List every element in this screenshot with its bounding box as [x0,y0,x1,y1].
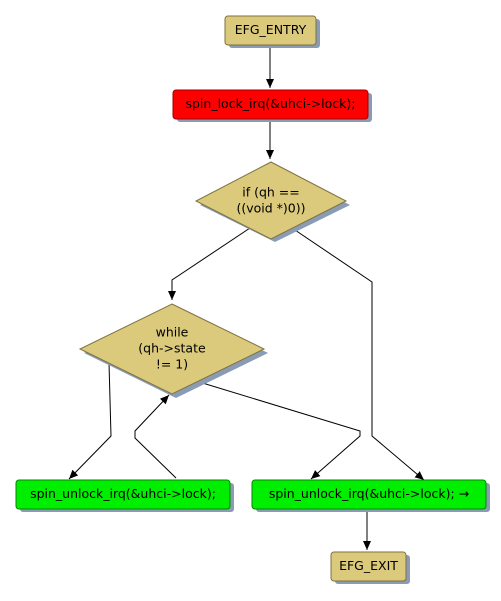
edges [68,45,425,550]
node-decision-state: while (qh->state != 1) [78,303,268,398]
node-decision-state-shape [78,303,266,395]
node-lock-label: spin_lock_irq(&uhci->lock); [185,96,355,111]
edge-while-to-unlock-right [195,380,361,480]
node-decision-qh-line2: ((void *)0)) [236,201,305,216]
node-unlock-left-label: spin_unlock_irq(&uhci->lock); [30,486,216,501]
node-decision-qh-line1: if (qh == [242,185,300,200]
node-unlock-left-box [15,479,231,510]
edge-while-to-unlock-left [68,362,112,480]
node-unlock-right: spin_unlock_irq(&uhci->lock); → [251,479,490,512]
node-exit-box [330,551,407,582]
node-decision-state-line3: != 1) [156,357,188,372]
edge-qh-false-to-unlock-right [291,227,425,481]
node-decision-qh-shape [194,161,348,240]
node-entry-box [224,15,317,46]
node-decision-state-line2: (qh->state [138,341,206,356]
node-decision-state-line1: while [156,325,189,340]
node-lock-box [172,89,369,120]
node-exit: EFG_EXIT [330,551,410,584]
node-decision-qh: if (qh == ((void *)0)) [194,161,350,242]
node-unlock-right-label: spin_unlock_irq(&uhci->lock); → [269,486,469,501]
node-exit-label: EFG_EXIT [339,558,398,573]
edge-unlock-left-back-to-while [134,394,177,479]
node-unlock-left: spin_unlock_irq(&uhci->lock); [15,479,234,512]
node-lock: spin_lock_irq(&uhci->lock); [172,89,372,122]
node-unlock-right-box [251,479,487,510]
node-entry: EFG_ENTRY [224,15,320,48]
node-entry-label: EFG_ENTRY [235,22,307,37]
edge-qh-true-to-while [168,227,251,300]
